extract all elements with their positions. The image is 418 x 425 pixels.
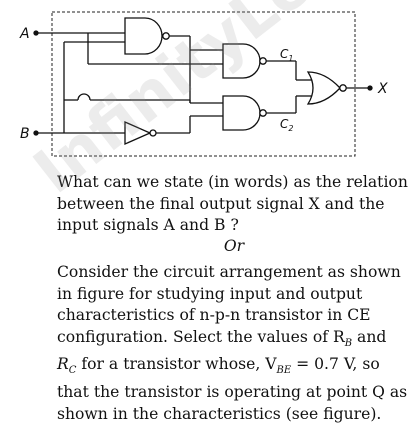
question-2-line-2: in figure for studying input and output: [57, 284, 363, 303]
question-2-line-4: configuration. Select the values of RB a…: [57, 327, 387, 349]
question-1-line-3: input signals A and B ?: [57, 216, 239, 235]
nand-gate-1: [124, 17, 163, 55]
input-b-node: [33, 130, 39, 136]
question-1-line-2: between the final output signal X and th…: [57, 194, 385, 213]
not-gate: [124, 121, 152, 145]
input-b-label: B: [20, 126, 30, 142]
question-2: Consider the circuit arrangement as show…: [57, 262, 409, 425]
or-separator: Or: [223, 237, 245, 255]
nor-gate: [306, 71, 341, 105]
c1-label: C1: [280, 47, 293, 63]
question-2-line-6: that the transistor is operating at poin…: [57, 383, 408, 402]
question-1: What can we state (in words) as the rela…: [57, 172, 409, 237]
output-x-label: X: [377, 81, 388, 97]
circuit-boundary: [51, 11, 356, 157]
question-2-line-1: Consider the circuit arrangement as show…: [57, 263, 401, 281]
question-2-line-3: characteristics of n-p-n transistor in C…: [57, 306, 371, 325]
c2-label: C2: [280, 117, 293, 133]
question-1-line-1: What can we state (in words) as the rela…: [57, 173, 408, 191]
question-2-line-5: RC for a transistor whose, VBE = 0.7 V, …: [57, 355, 380, 377]
input-a-label: A: [19, 26, 30, 42]
nand-gate-2: [222, 43, 261, 79]
logic-circuit-diagram: A B X C1 C2: [19, 11, 388, 157]
output-x-node: [367, 85, 373, 91]
nand-gate-3: [222, 95, 261, 131]
input-a-node: [33, 30, 39, 36]
